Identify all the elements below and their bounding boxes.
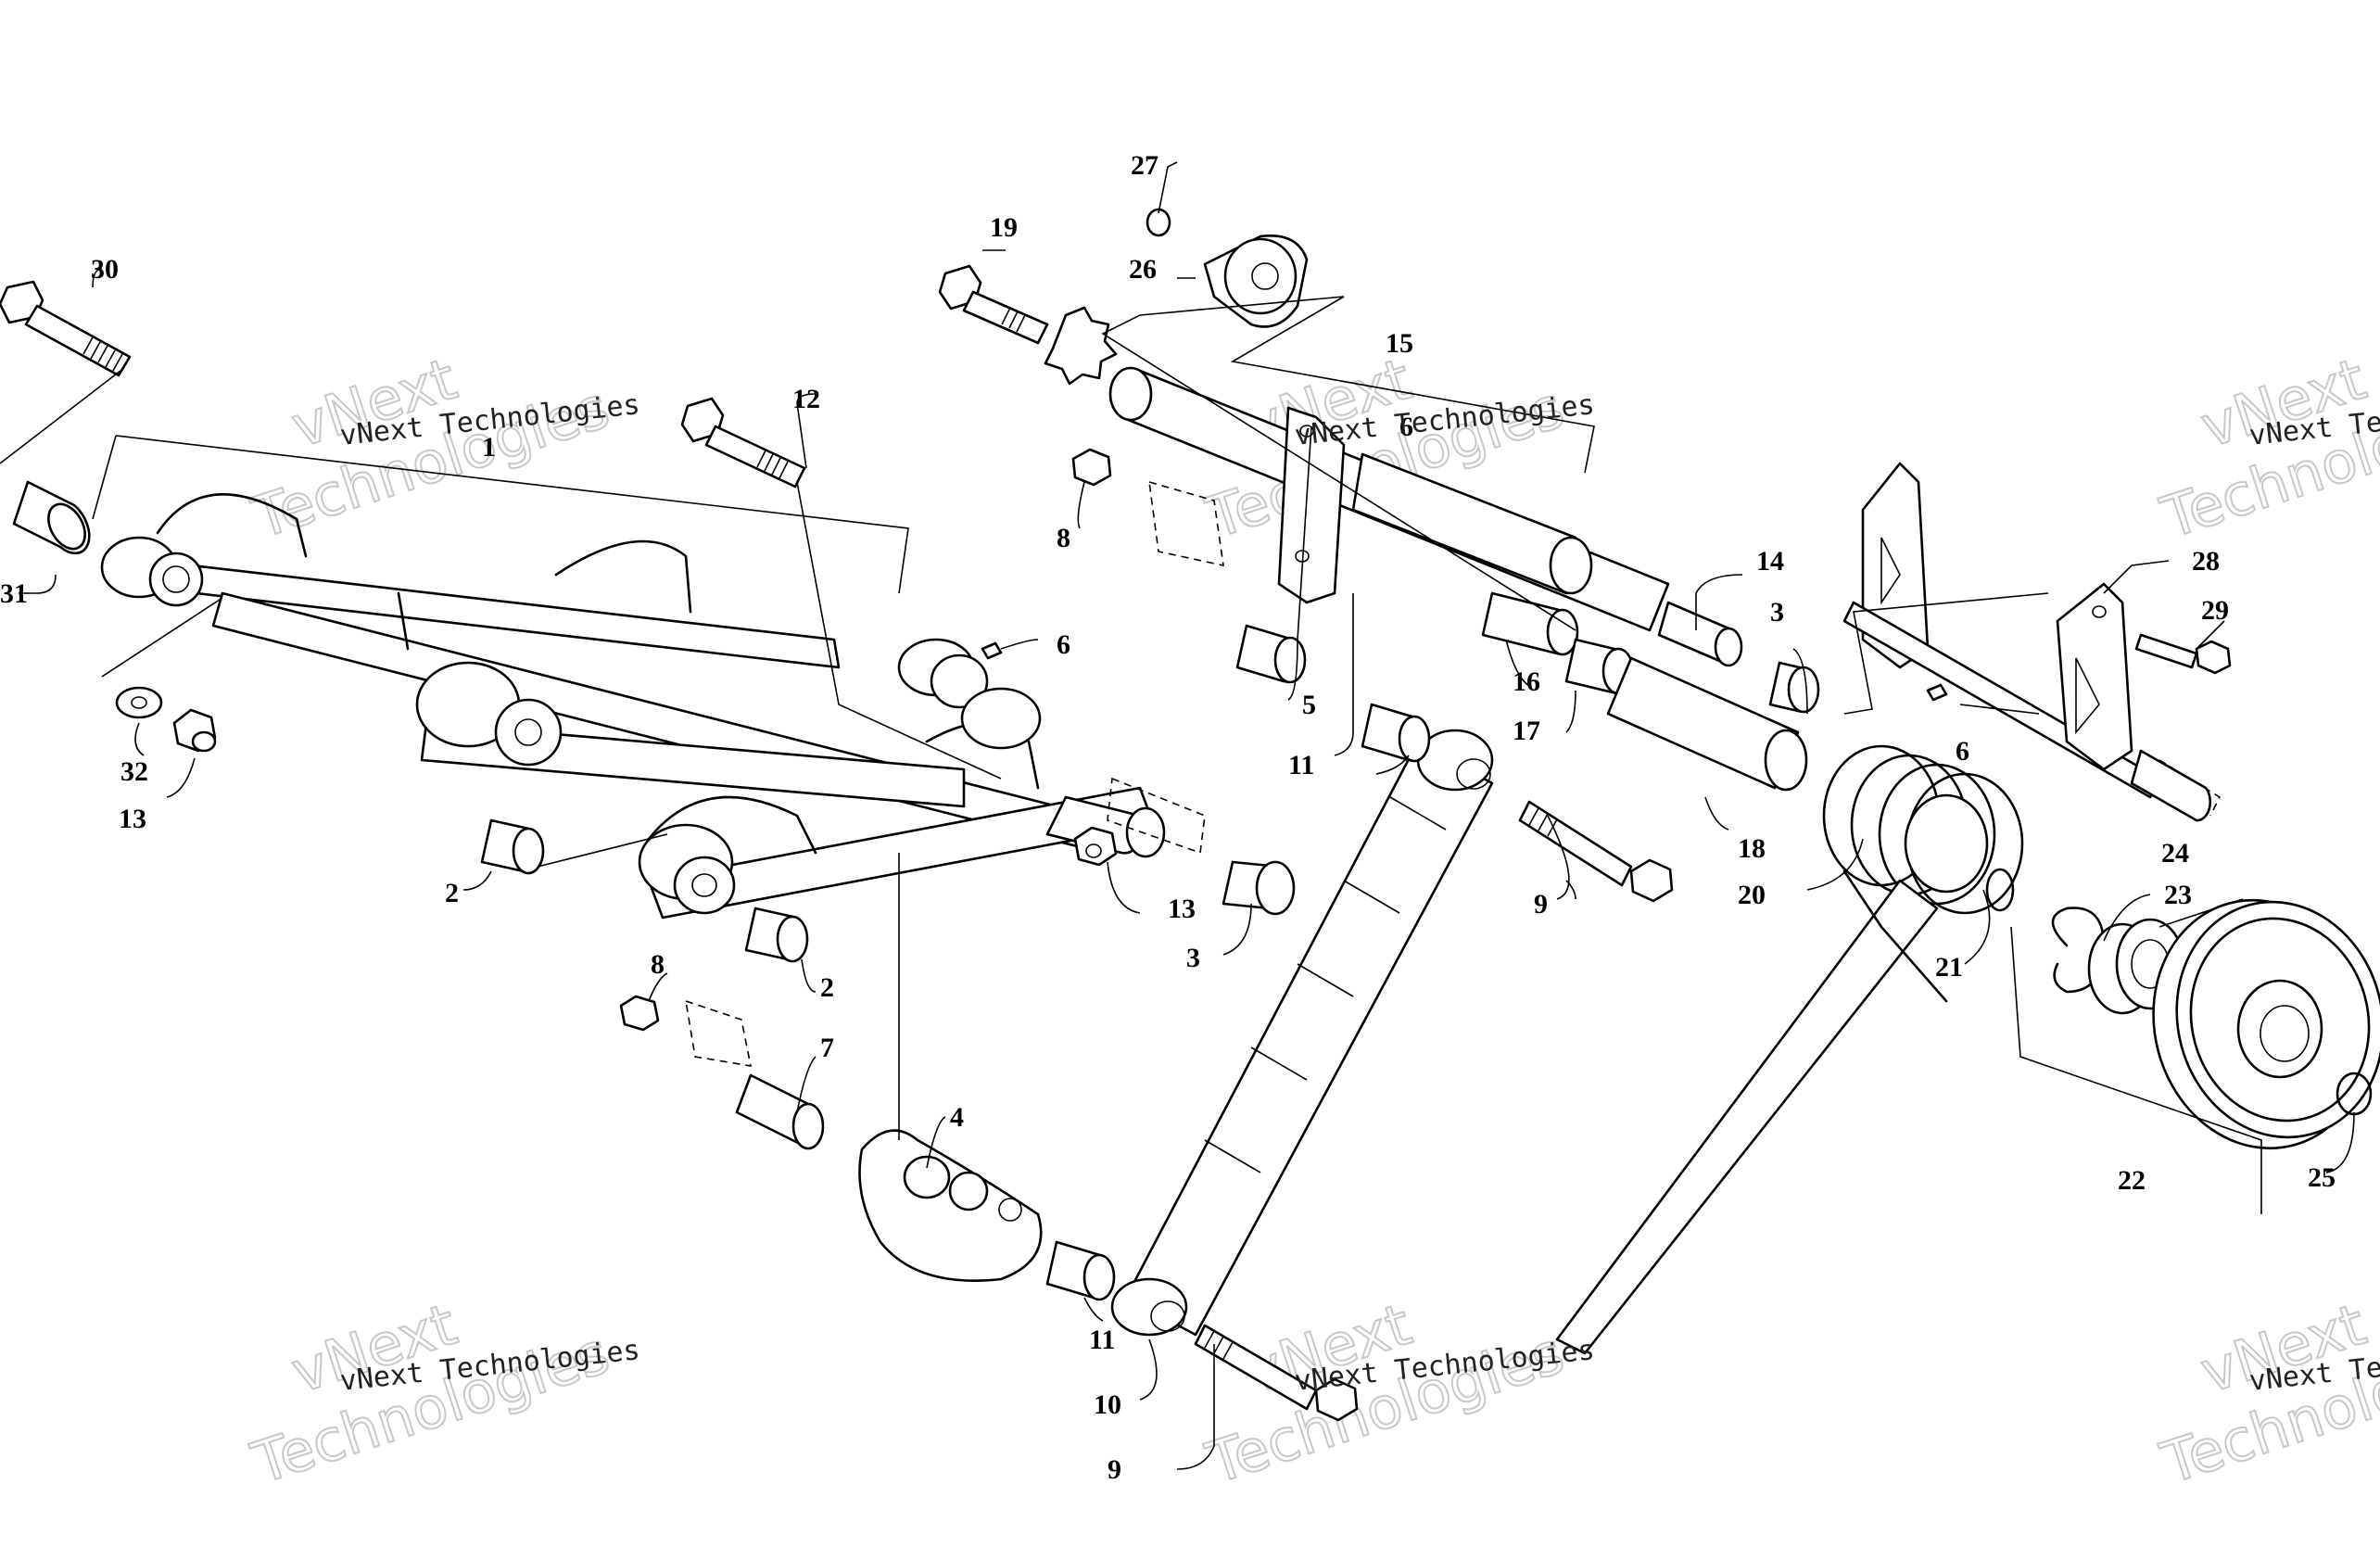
spring-20-shape	[1555, 744, 2024, 1355]
callout-25: 25	[2308, 1162, 2336, 1193]
bushing-16-shape	[1481, 591, 1579, 656]
bushing-26-shape	[1203, 235, 1309, 328]
callout-13-left: 13	[119, 804, 146, 834]
callout-18: 18	[1738, 833, 1766, 864]
bushing-31-shape	[12, 480, 91, 555]
set-screw-6-right-shape	[1926, 683, 1948, 702]
callout-19: 19	[990, 212, 1018, 243]
callout-4: 4	[950, 1102, 964, 1133]
callout-23: 23	[2164, 880, 2192, 910]
callout-3-right: 3	[1770, 597, 1784, 628]
callout-2-upper: 2	[445, 878, 459, 908]
spacer-3-right-shape	[1768, 661, 1820, 714]
callout-32: 32	[120, 756, 148, 787]
bolt-12-shape	[680, 397, 806, 488]
callout-9-upper: 9	[1534, 889, 1548, 920]
spacer-17-shape	[1564, 638, 1635, 695]
callout-8-lower: 8	[651, 949, 665, 980]
bushing-2-lower-shape	[744, 907, 809, 963]
bolt-30-shape	[0, 280, 132, 377]
nut-8-upper-shape	[1071, 448, 1224, 567]
bushing-2-upper-shape	[480, 818, 545, 875]
callout-11-lower: 11	[1089, 1325, 1115, 1355]
callout-31: 31	[0, 578, 28, 609]
callout-7: 7	[820, 1033, 834, 1063]
callout-8-upper: 8	[1057, 523, 1070, 553]
spacer-3-left-shape	[1222, 860, 1296, 916]
bushing-7-shape	[735, 1073, 825, 1150]
callout-14: 14	[1756, 546, 1784, 577]
callout-29: 29	[2201, 595, 2229, 626]
callout-6-right: 6	[1956, 736, 1969, 767]
bolt-9-upper-shape	[1518, 800, 1674, 903]
callout-21: 21	[1935, 952, 1963, 983]
callout-16: 16	[1513, 666, 1540, 697]
bushing-11-lower-shape	[1045, 1240, 1116, 1301]
nut-8-lower-shape	[619, 995, 753, 1067]
callout-1: 1	[482, 432, 496, 463]
link-10-shape	[1110, 729, 1494, 1337]
bracket-28-shape	[1842, 462, 2222, 822]
washer-32-shape	[115, 686, 163, 719]
callout-3-left: 3	[1186, 943, 1200, 973]
bolt-9-lower-shape	[1194, 1324, 1359, 1422]
bolt-29-shape	[2134, 633, 2232, 675]
callout-24: 24	[2161, 838, 2189, 869]
bolt-19-shape	[938, 264, 1049, 345]
leader-lines	[0, 161, 2355, 1470]
callout-6-left: 6	[1057, 629, 1070, 660]
star-washer-shape	[1044, 306, 1118, 386]
set-screw-6-left-shape	[981, 641, 1003, 660]
callout-28: 28	[2192, 546, 2220, 577]
nut-13-center-shape	[1073, 777, 1206, 867]
clip-21-shape	[1985, 868, 2015, 912]
idler-wheel-22-shape	[2152, 898, 2380, 1150]
callout-labels: 1 2 2 3 3 4 5 6 6 6 7 8 8 9 9 10 11 11 1…	[0, 150, 2336, 1485]
bushing-14-shape	[1657, 601, 1743, 667]
callout-12: 12	[792, 384, 820, 414]
cam-4-shape	[858, 1129, 1043, 1282]
callout-20: 20	[1738, 880, 1766, 910]
callout-27: 27	[1131, 150, 1158, 181]
callout-13-center: 13	[1168, 894, 1196, 924]
callout-2-lower: 2	[820, 972, 834, 1003]
clip-27-shape	[1146, 208, 1171, 237]
callout-10: 10	[1094, 1389, 1121, 1420]
callout-17: 17	[1513, 716, 1540, 746]
nut-13-left-shape	[172, 708, 217, 753]
callout-30: 30	[91, 254, 119, 285]
callout-9-lower: 9	[1108, 1454, 1121, 1485]
tube-18-shape	[1606, 656, 1808, 792]
callout-22: 22	[2118, 1165, 2146, 1196]
bushing-11-upper-shape	[1361, 703, 1431, 763]
callout-6-top: 6	[1399, 412, 1413, 442]
callout-11-upper: 11	[1288, 750, 1314, 780]
shaft-assembly-15-shape	[1108, 366, 1670, 632]
callout-15: 15	[1386, 328, 1413, 359]
callout-26: 26	[1129, 254, 1157, 285]
rear-arm-assembly-1-shape	[100, 493, 1166, 920]
bushing-5-shape	[1235, 624, 1307, 684]
callout-5: 5	[1302, 690, 1316, 720]
